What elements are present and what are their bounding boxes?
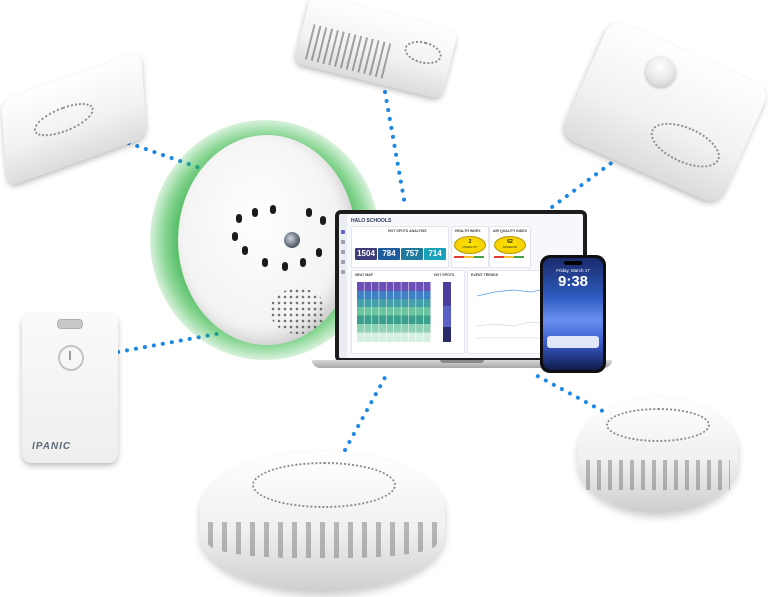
health-index-title: HEALTH INDEX (455, 229, 481, 233)
phone-time: 9:38 (557, 273, 589, 290)
panic-button-device: IPANIC (22, 313, 118, 463)
dashboard-screen: HALO SCHOOLS HOT SPOTS ANALYSIS 1504 784… (339, 214, 583, 358)
nav-icon (341, 240, 345, 244)
hub-indicator-dot (320, 216, 326, 225)
panic-logo: IPANIC (32, 441, 72, 452)
smoke-detector-large (200, 452, 445, 592)
nav-icon (341, 250, 345, 254)
hub-indicator-dot (236, 214, 242, 223)
hub-indicator-dot (270, 205, 276, 214)
connector-top (383, 90, 407, 207)
hub-indicator-dot (242, 246, 248, 255)
smoke-detector-small (578, 398, 738, 513)
dot-pattern (644, 113, 727, 177)
gauge-scale (454, 256, 484, 258)
lanyard-slot (57, 319, 83, 329)
dashboard-sidebar (339, 214, 347, 358)
connector-top-right (546, 156, 620, 212)
smartphone: Friday, March 17 9:38 (540, 255, 606, 373)
hub-indicator-dot (306, 208, 312, 217)
dot-pattern (606, 408, 710, 442)
dot-pattern (252, 462, 396, 508)
connector-bottom-right (528, 370, 612, 417)
notification-banner[interactable] (547, 336, 599, 348)
air-quality-title: AIR QUALITY INDEX (493, 229, 527, 233)
laptop-notch (440, 360, 484, 363)
dot-pattern (32, 96, 95, 144)
vent-slots (586, 460, 730, 490)
speaker-mesh (270, 288, 326, 334)
gauge-scale (494, 256, 524, 258)
stats-card: HOT SPOTS ANALYSIS (351, 226, 449, 268)
gauge-caption: MODERATE (503, 246, 517, 249)
hotspots-bars (443, 282, 451, 342)
halo-smart-sensor-hub (178, 135, 356, 345)
hub-indicator-dot (232, 232, 238, 241)
stat-tile: 757 (401, 248, 423, 260)
laptop-base (312, 360, 612, 368)
pir-lens-icon (641, 52, 681, 92)
stat-tile: 784 (378, 248, 400, 260)
dot-pattern (401, 37, 445, 68)
nav-icon (341, 230, 345, 234)
app-title: HALO SCHOOLS (351, 218, 392, 224)
trend-title: EVENT TRENDS (471, 273, 499, 277)
gauge-caption: UNHEALTHY (462, 246, 478, 249)
connector-panic (116, 331, 224, 354)
heatmap-grid (357, 282, 431, 342)
gauge-value: 62 (507, 239, 513, 245)
phone-lock-screen: Friday, March 17 9:38 (543, 258, 603, 370)
hub-indicator-dot (262, 258, 268, 267)
hub-vents (178, 135, 356, 345)
hub-indicator-dot (316, 248, 322, 257)
health-index-gauge: 2 UNHEALTHY (454, 236, 486, 254)
heatmap-title: HEAT MAP (355, 273, 374, 277)
power-icon (58, 345, 84, 371)
connector-bottom (343, 370, 390, 452)
hotspots-title: HOT SPOTS (434, 273, 455, 277)
nav-icon (341, 260, 345, 264)
hub-indicator-dot (300, 258, 306, 267)
hub-indicator-dot (282, 262, 288, 271)
camera-lens-icon (284, 232, 300, 248)
hub-indicator-dot (252, 208, 258, 217)
stat-tile: 1504 (355, 248, 377, 260)
stats-title: HOT SPOTS ANALYSIS (388, 229, 427, 233)
vent-slots (208, 522, 437, 558)
air-quality-gauge: 62 MODERATE (494, 236, 526, 254)
gauge-value: 2 (468, 239, 472, 245)
phone-date: Friday, March 17 (556, 268, 590, 273)
phone-notch (564, 261, 582, 265)
stat-tile: 714 (424, 248, 446, 260)
nav-icon (341, 270, 345, 274)
